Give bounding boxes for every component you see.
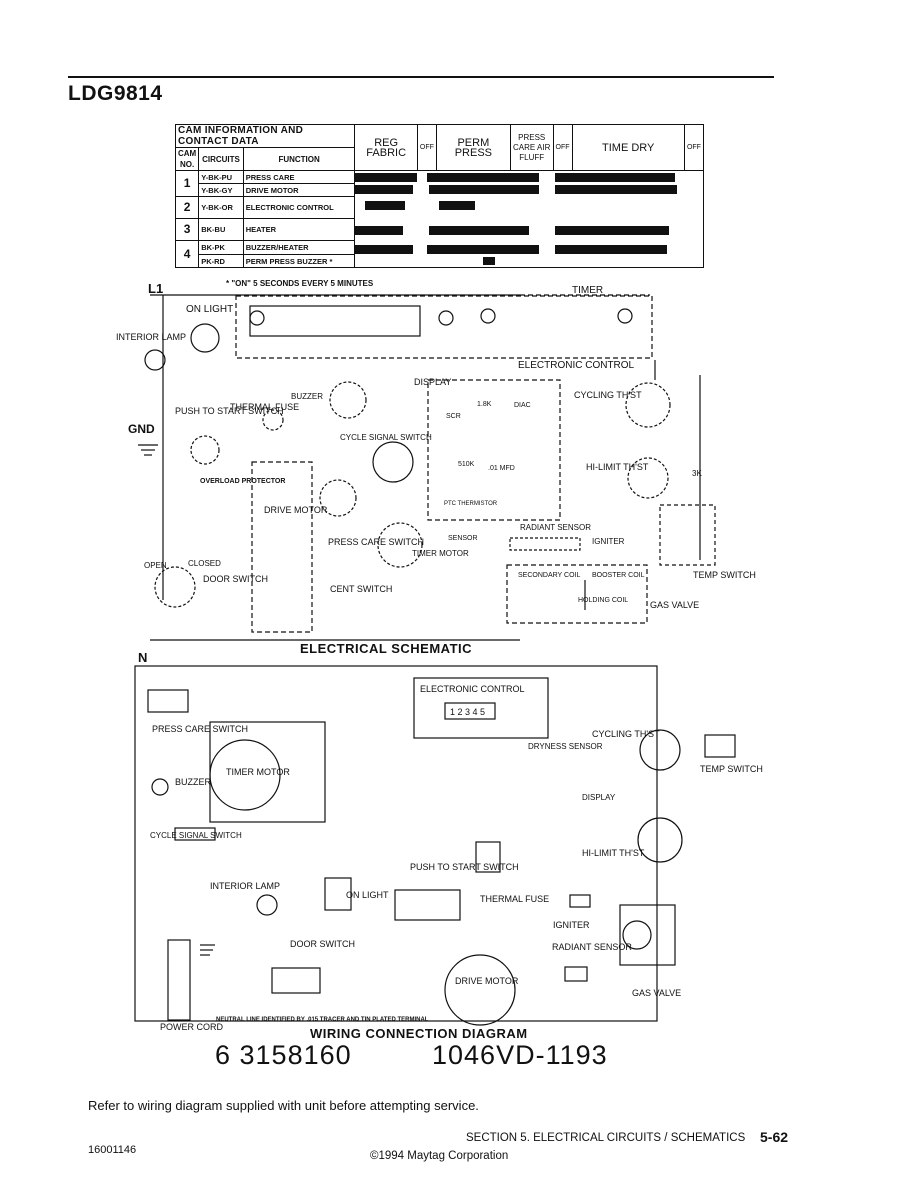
label-booster-coil: BOOSTER COIL: [592, 572, 645, 579]
label-drive-motor: DRIVE MOTOR: [264, 505, 328, 515]
refer-note: Refer to wiring diagram supplied with un…: [88, 1098, 479, 1113]
part-number: 6 3158160: [215, 1040, 352, 1070]
wiring-label-cycling-tstat: CYCLING TH'ST: [592, 729, 660, 739]
table-row: PK-RD PERM PRESS BUZZER *: [176, 254, 704, 268]
wiring-label-on-light: ON LIGHT: [346, 890, 389, 900]
label-cycle-signal: CYCLE SIGNAL SWITCH: [340, 433, 432, 442]
cam-table: CAM INFORMATION AND CONTACT DATA REG FAB…: [174, 124, 705, 268]
label-electronic-control: ELECTRONIC CONTROL: [518, 360, 635, 371]
wiring-label-timer-motor: TIMER MOTOR: [226, 767, 290, 777]
wiring-label-connector: 1 2 3 4 5: [450, 707, 485, 717]
diagram-code: 1046VD-1193: [432, 1040, 608, 1070]
wiring-label-press-care: PRESS CARE SWITCH: [152, 724, 248, 734]
wiring-label-radiant-sensor: RADIANT SENSOR: [552, 942, 632, 952]
label-ptc: PTC THERMISTOR: [444, 501, 498, 507]
table-row: 2 Y-BK-OR ELECTRONIC CONTROL: [174, 196, 704, 219]
label-push-to-start: PUSH TO START SWITCH: [175, 406, 284, 416]
wiring-label-drive-motor: DRIVE MOTOR: [455, 976, 519, 986]
wiring-label-gas-valve: GAS VALVE: [632, 988, 681, 998]
wiring-label-thermal-fuse: THERMAL FUSE: [480, 894, 549, 904]
label-gnd: GND: [128, 422, 155, 436]
function: PERM PRESS BUZZER *: [242, 254, 356, 268]
wiring-label-cycle-signal: CYCLE SIGNAL SWITCH: [150, 831, 242, 840]
label-press-care: PRESS CARE SWITCH: [328, 537, 424, 547]
label-timer-motor: TIMER MOTOR: [412, 549, 469, 558]
label-hi-limit: HI-LIMIT TH'ST: [586, 462, 649, 472]
section-title: SECTION 5. ELECTRICAL CIRCUITS / SCHEMAT…: [466, 1132, 746, 1144]
label-holding-coil: HOLDING COIL: [578, 597, 628, 604]
wiring-label-neutral-note: NEUTRAL LINE IDENTIFIED BY .015 TRACER A…: [216, 1017, 429, 1023]
label-display: DISPLAY: [414, 377, 451, 387]
wiring-label-temp-switch: TEMP SWITCH: [700, 764, 763, 774]
copyright: ©1994 Maytag Corporation: [370, 1150, 509, 1162]
label-igniter: IGNITER: [592, 537, 625, 546]
label-scr: SCR: [446, 413, 461, 420]
label-interior-lamp: INTERIOR LAMP: [116, 332, 186, 342]
model-number: LDG9814: [68, 82, 163, 105]
label-radiant-sensor: RADIANT SENSOR: [520, 523, 591, 532]
wiring-label-electronic-control: ELECTRONIC CONTROL: [420, 684, 525, 694]
label-n: N: [138, 650, 147, 665]
table-row: 4 BK-PK BUZZER/HEATER: [174, 240, 704, 268]
label-thermal-fuse: THERMAL FUSE: [230, 402, 299, 412]
label-buzzer: BUZZER: [291, 392, 323, 401]
header-rule: [68, 76, 774, 78]
label-timer: TIMER: [572, 285, 603, 296]
cam-timing-bars: [355, 173, 678, 265]
wiring-label-hi-limit: HI-LIMIT TH'ST: [582, 848, 645, 858]
cam-number: 3: [174, 218, 200, 241]
wiring-label-dryness-sensor: DRYNESS SENSOR: [528, 742, 603, 751]
page-number: 5-62: [760, 1129, 789, 1145]
cycle-perm-press: PERM PRESS: [435, 124, 511, 171]
label-on-light: ON LIGHT: [186, 304, 233, 315]
wiring-label-igniter: IGNITER: [553, 920, 590, 930]
cam-footnote: * "ON" 5 SECONDS EVERY 5 MINUTES: [226, 279, 374, 288]
label-cap: .01 MFD: [488, 465, 515, 472]
wiring-label-power-cord: POWER CORD: [160, 1022, 224, 1032]
table-row: Y-BK-GY DRIVE MOTOR: [176, 183, 704, 197]
label-open: OPEN: [144, 561, 167, 570]
label-l1: L1: [148, 281, 163, 296]
wiring-label-display: DISPLAY: [582, 793, 616, 802]
cycle-reg-fabric: REG FABRIC: [354, 124, 418, 171]
label-door-switch: DOOR SWITCH: [203, 574, 268, 584]
label-temp-switch: TEMP SWITCH: [693, 570, 756, 580]
schematic-title: ELECTRICAL SCHEMATIC: [300, 641, 472, 656]
cycle-time-dry: TIME DRY: [571, 124, 685, 171]
label-secondary-coil: SECONDARY COIL: [518, 572, 580, 579]
cam-number: 4: [174, 240, 200, 268]
wiring-label-interior-lamp: INTERIOR LAMP: [210, 881, 280, 891]
label-overload: OVERLOAD PROTECTOR: [200, 478, 285, 485]
wiring-title: WIRING CONNECTION DIAGRAM: [310, 1026, 528, 1041]
label-cycling-tstat: CYCLING TH'ST: [574, 390, 642, 400]
label-sensor: SENSOR: [448, 535, 478, 542]
label-closed: CLOSED: [188, 559, 221, 568]
label-3k: 3K: [692, 469, 702, 478]
wiring-label-push-to-start: PUSH TO START SWITCH: [410, 862, 519, 872]
document-number: 16001146: [88, 1144, 137, 1156]
col-circuits: CIRCUITS: [198, 147, 244, 171]
wiring-label-door-switch: DOOR SWITCH: [290, 939, 355, 949]
cycle-press-care: PRESS CARE AIR FLUFF: [509, 124, 554, 171]
wiring-label-buzzer: BUZZER: [175, 777, 212, 787]
label-cent-switch: CENT SWITCH: [330, 584, 392, 594]
label-510k: 510K: [458, 461, 475, 468]
label-1-8k: 1.8K: [477, 401, 492, 408]
cam-table-title: CAM INFORMATION AND CONTACT DATA: [174, 124, 356, 148]
label-diac: DIAC: [514, 402, 531, 409]
label-gas-valve: GAS VALVE: [650, 600, 699, 610]
